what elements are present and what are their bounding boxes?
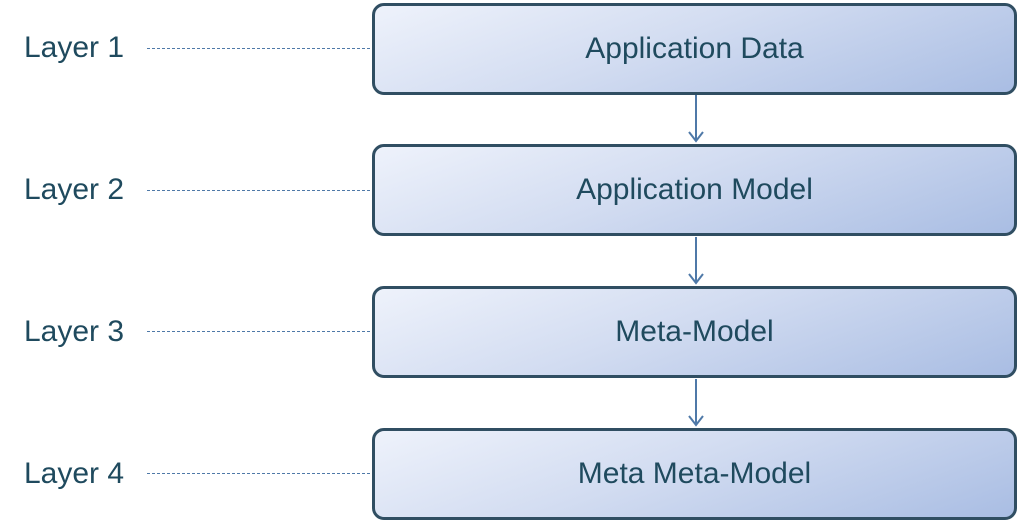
layer-1-label: Layer 1 [24, 31, 125, 64]
application-data-label: Application Data [585, 32, 804, 65]
meta-meta-model-box: Meta Meta-Model [372, 428, 1017, 520]
arrow-1-to-2 [688, 95, 704, 143]
arrow-3-to-4 [688, 379, 704, 427]
meta-meta-model-label: Meta Meta-Model [577, 457, 812, 490]
layer-3-guide-line [147, 331, 370, 332]
layer-3-label: Layer 3 [24, 315, 125, 348]
arrow-2-to-3 [688, 237, 704, 285]
meta-model-box: Meta-Model [372, 286, 1017, 378]
layer-2-label: Layer 2 [24, 173, 125, 206]
meta-model-label: Meta-Model [615, 315, 774, 348]
layer-4-label: Layer 4 [24, 457, 125, 490]
application-data-box: Application Data [372, 3, 1017, 95]
layer-2-guide-line [147, 190, 370, 191]
application-model-box: Application Model [372, 144, 1017, 236]
layer-1-guide-line [147, 48, 370, 49]
layer-4-guide-line [147, 473, 370, 474]
application-model-label: Application Model [576, 173, 813, 206]
